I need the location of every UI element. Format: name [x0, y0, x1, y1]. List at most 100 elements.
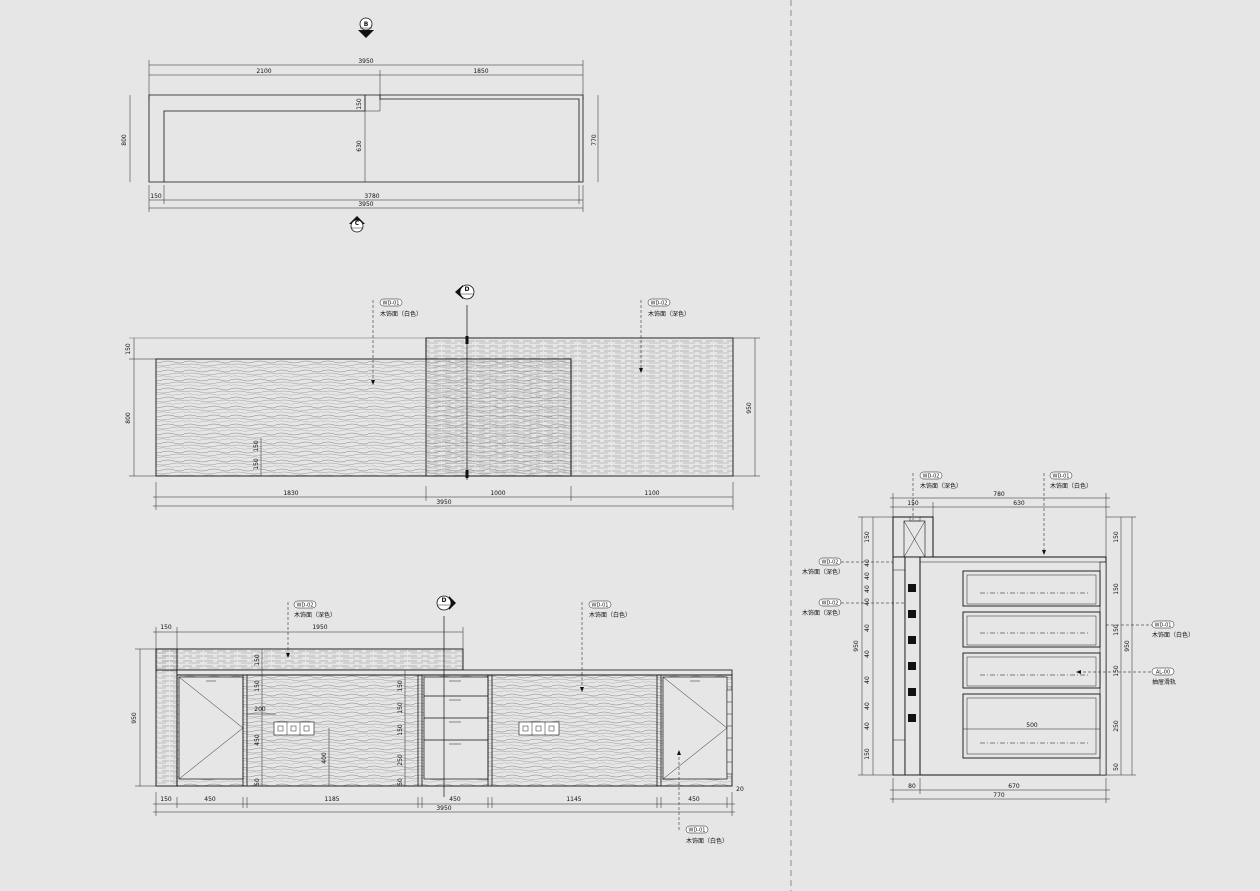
- section-dim-top-2: 630: [1013, 500, 1025, 507]
- front-dim-left-top: 150: [125, 343, 132, 355]
- front-dim-left-body: 800: [125, 412, 132, 424]
- section-dim-top-1: 150: [907, 500, 919, 507]
- section-callout-wd01-top: WD-01 木饰面（白色）: [1042, 471, 1092, 555]
- front-dim-bottom-total: 3950: [436, 499, 451, 506]
- back-dim-inner-mid-1: 150: [397, 680, 404, 692]
- plan-dim-left: 2100: [256, 68, 271, 75]
- front-callout-wd01-code: WD-01: [383, 301, 400, 307]
- section-callout-wd02-left-1: WD-02 木饰面（深色）: [802, 557, 893, 576]
- front-elevation: D WD-01 木饰面（白色） WD-02 木饰面（深色） 150 800 15…: [125, 284, 760, 510]
- back-dim-inner-mid-5: 50: [397, 778, 404, 786]
- back-dim-bottom-2: 450: [204, 796, 216, 803]
- section-dim-left-10: 40: [864, 722, 871, 730]
- section-dim-right-6: 50: [1113, 763, 1120, 771]
- section-dim-left-1: 150: [864, 531, 871, 543]
- front-callout-wd01-text: 木饰面（白色）: [380, 310, 422, 318]
- back-elevation: D WD-02 木饰面（深色） WD-01 木饰面（白色） WD-01 木饰面（…: [131, 595, 744, 845]
- front-dim-right: 950: [746, 402, 753, 414]
- front-callout-wd02-code: WD-02: [651, 301, 668, 307]
- back-dim-inner-mid-4: 250: [397, 754, 404, 766]
- section-dim-left-2: 40: [864, 559, 871, 567]
- section-callout-wd02-top-text: 木饰面（深色）: [920, 482, 962, 490]
- back-dim-inner-mid-3: 150: [397, 724, 404, 736]
- back-callout-wd01-top-text: 木饰面（白色）: [589, 611, 631, 619]
- front-callout-wd02-text: 木饰面（深色）: [648, 310, 690, 318]
- section-callout-wd02-left-1-code: WD-02: [822, 560, 839, 566]
- section-mark-d-back-label: D: [442, 597, 447, 604]
- section-dim-left-7: 40: [864, 650, 871, 658]
- front-dim-inner-1: 150: [253, 440, 260, 452]
- section-callout-wd02-left-2-text: 木饰面（深色）: [802, 609, 844, 617]
- section-callout-al00-right-code: AL-00: [1156, 670, 1170, 676]
- section-mark-c-label: C: [355, 220, 360, 227]
- plan-view: B 3950 2100 1850 800 770 150 630 150 378: [121, 17, 599, 233]
- back-callout-wd02: WD-02 木饰面（深色）: [286, 600, 336, 658]
- section-dim-inner: 500: [1026, 722, 1038, 729]
- back-dim-inner-left-1: 150: [254, 654, 261, 666]
- back-dim-inner-mid-2: 150: [397, 702, 404, 714]
- back-dim-bottom-3: 1185: [324, 796, 339, 803]
- section-mark-b-label: B: [364, 21, 369, 28]
- section-dim-right-5: 250: [1113, 720, 1120, 732]
- section-callout-wd02-left-2-code: WD-02: [822, 601, 839, 607]
- back-callout-wd01-bottom: WD-01 木饰面（白色）: [677, 750, 728, 845]
- plan-dim-bottom-total: 3950: [358, 201, 373, 208]
- back-callout-wd01-bottom-code: WD-01: [689, 828, 706, 834]
- section-dim-left-total: 950: [853, 640, 860, 652]
- back-dim-bottom-4: 450: [449, 796, 461, 803]
- section-callout-wd02-top-code: WD-02: [923, 474, 940, 480]
- front-callout-wd02: WD-02 木饰面（深色）: [639, 298, 690, 373]
- section-callout-al00-right-text: 抽屉滑轨: [1152, 678, 1176, 686]
- front-dim-inner-2: 150: [253, 458, 260, 470]
- back-dim-inner-left-4: 450: [254, 734, 261, 746]
- back-callout-wd01-top-code: WD-01: [592, 603, 609, 609]
- section-callout-wd02-left-1-text: 木饰面（深色）: [802, 568, 844, 576]
- back-dim-inner-left-5: 50: [254, 778, 261, 786]
- back-callout-wd02-text: 木饰面（深色）: [294, 611, 336, 619]
- section-dim-top-total: 780: [993, 491, 1005, 498]
- section-mark-b: B: [358, 17, 374, 38]
- section-dim-bottom-1: 80: [908, 783, 916, 790]
- back-dim-top-1: 150: [160, 624, 172, 631]
- section-dim-left-3: 40: [864, 572, 871, 580]
- back-callout-wd01-bottom-text: 木饰面（白色）: [686, 837, 728, 845]
- front-dim-bottom-3: 1100: [644, 490, 659, 497]
- plan-dim-bottom-inner: 3780: [364, 193, 379, 200]
- section-dim-right-2: 150: [1113, 583, 1120, 595]
- plan-dim-inner: 630: [356, 140, 363, 152]
- section-callout-wd02-top: WD-02 木饰面（深色）: [912, 471, 962, 520]
- front-dim-bottom-2: 1000: [490, 490, 505, 497]
- section-mark-d-front-label: D: [465, 286, 470, 293]
- section-mark-d-back: D: [436, 595, 456, 611]
- back-dim-inner-left-2: 150: [254, 680, 261, 692]
- section-dim-left-11: 150: [864, 748, 871, 760]
- back-dim-bottom-6: 450: [688, 796, 700, 803]
- section-dim-left-5: 40: [864, 598, 871, 606]
- plan-dim-right: 1850: [473, 68, 488, 75]
- section-callout-wd01-right: WD-01 木饰面（白色）: [1106, 620, 1194, 639]
- section-callout-al00-right: AL-00 抽屉滑轨: [1076, 667, 1176, 686]
- section-dim-right-3: 150: [1113, 624, 1120, 636]
- back-dim-bottom-5: 1145: [566, 796, 581, 803]
- plan-dim-total-top: 3950: [358, 58, 373, 65]
- back-callout-wd02-code: WD-02: [297, 603, 314, 609]
- back-dim-bottom-total: 3950: [436, 805, 451, 812]
- plan-dim-depth-right: 770: [591, 134, 598, 146]
- section-dim-bottom-2: 670: [1008, 783, 1020, 790]
- back-callout-wd01-top: WD-01 木饰面（白色）: [580, 600, 631, 692]
- section-dim-left-6: 40: [864, 624, 871, 632]
- section-dim-left-9: 40: [864, 702, 871, 710]
- back-dim-top-2: 1950: [312, 624, 327, 631]
- plan-dim-bottom-wall: 150: [150, 193, 162, 200]
- back-dim-bottom-7: 20: [736, 786, 744, 793]
- back-dim-left-total: 950: [131, 712, 138, 724]
- section-dim-left-4: 40: [864, 585, 871, 593]
- back-dim-inner-left-3: 200: [254, 706, 266, 713]
- front-callout-wd01: WD-01 木饰面（白色）: [371, 298, 422, 385]
- section-dim-right-total: 950: [1124, 640, 1131, 652]
- back-dim-vertical-mid: 400: [321, 752, 328, 764]
- section-callout-wd01-right-code: WD-01: [1155, 623, 1172, 629]
- section-mark-d-front: D: [455, 284, 475, 300]
- section-mark-c: C: [349, 216, 365, 233]
